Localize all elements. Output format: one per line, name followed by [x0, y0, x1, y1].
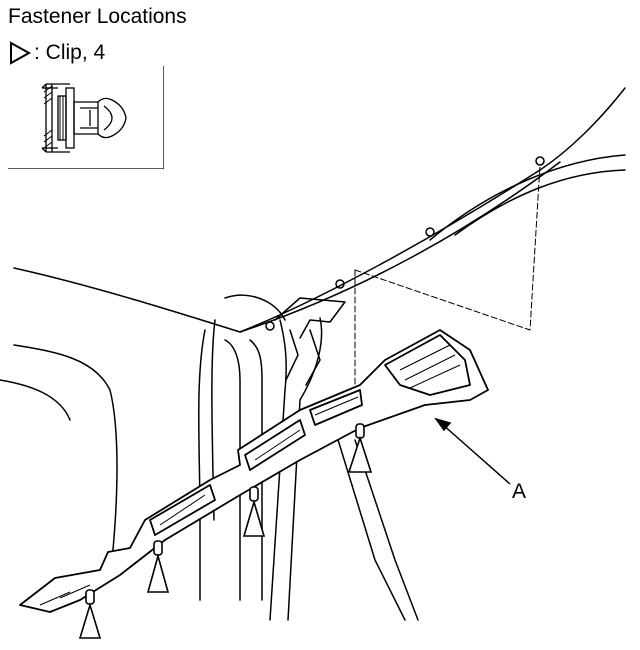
clip-marker-4 — [347, 423, 373, 473]
diagram-title: Fastener Locations — [8, 5, 187, 28]
callout-leader — [434, 417, 511, 485]
triangle-icon — [10, 41, 32, 65]
legend: : Clip, 4 — [8, 40, 105, 66]
legend-text: : Clip, 4 — [34, 41, 106, 64]
clip-detail-inset — [8, 66, 164, 169]
callout-label-a: A — [512, 480, 527, 503]
clip-marker-3 — [242, 486, 266, 537]
clip-marker-1 — [78, 589, 102, 639]
clip-marker-2 — [146, 540, 170, 593]
